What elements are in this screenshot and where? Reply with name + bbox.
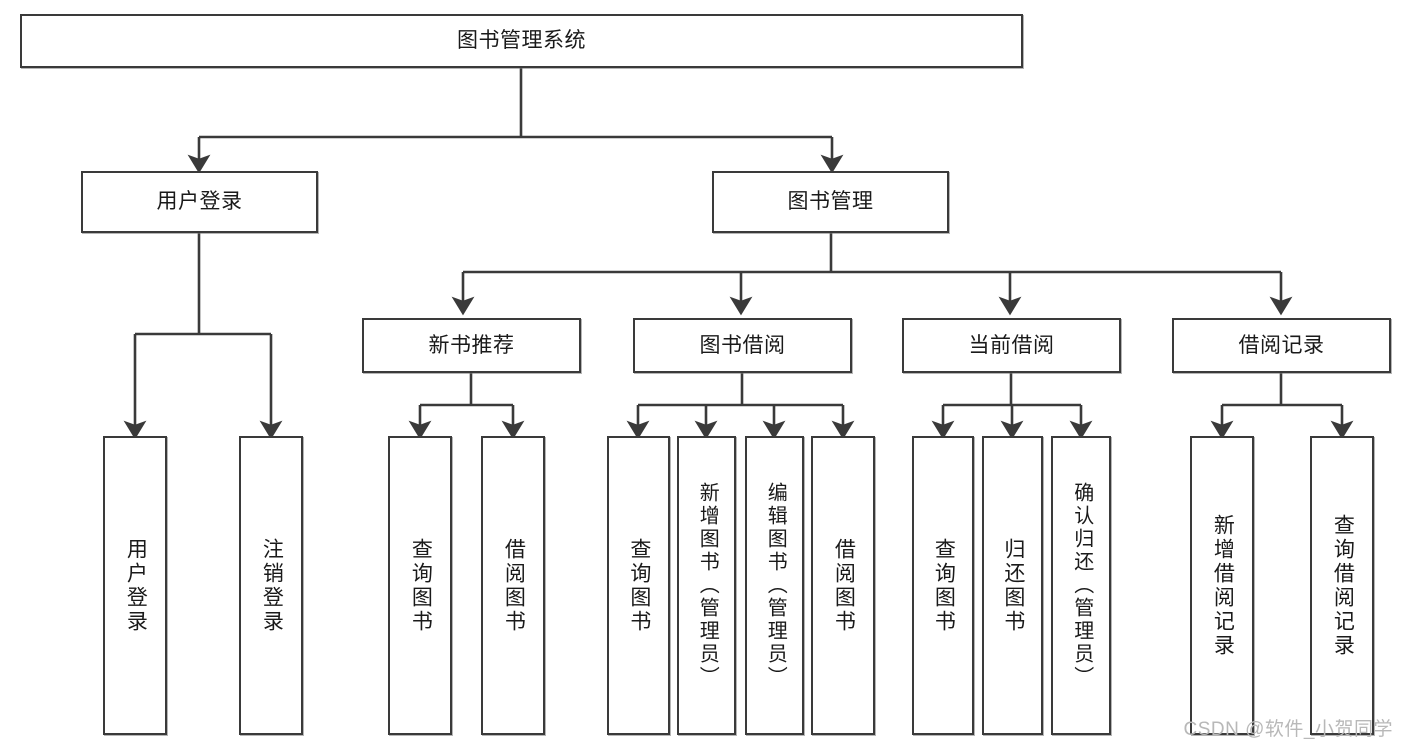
leaf-query-borrow-record[interactable]: 查询借阅记录 <box>1310 436 1374 735</box>
leaf-query-book-borrow-label: 查询图书 <box>627 537 651 634</box>
node-root-label: 图书管理系统 <box>457 29 586 53</box>
leaf-borrow-book-rec-label: 借阅图书 <box>502 537 526 634</box>
csdn-watermark: CSDN @软件_小贺同学 <box>1183 719 1393 740</box>
leaf-add-borrow-record-label: 新增借阅记录 <box>1211 513 1235 658</box>
node-book-manage[interactable]: 图书管理 <box>712 171 949 233</box>
leaf-borrow-book-label: 借阅图书 <box>832 537 856 634</box>
node-root[interactable]: 图书管理系统 <box>20 14 1023 68</box>
node-book-manage-label: 图书管理 <box>787 190 874 214</box>
leaf-query-book-current[interactable]: 查询图书 <box>912 436 974 735</box>
node-book-borrow[interactable]: 图书借阅 <box>633 318 852 373</box>
leaf-user-login[interactable]: 用户登录 <box>103 436 167 735</box>
leaf-user-login-label: 用户登录 <box>124 537 148 634</box>
node-borrow-record-label: 借阅记录 <box>1238 333 1325 357</box>
leaf-query-book-rec-label: 查询图书 <box>409 537 433 634</box>
leaf-edit-book-admin[interactable]: 编辑图书（管理员） <box>745 436 804 735</box>
node-current-borrow-label: 当前借阅 <box>968 333 1055 357</box>
leaf-query-book-rec[interactable]: 查询图书 <box>388 436 452 735</box>
leaf-borrow-book-rec[interactable]: 借阅图书 <box>481 436 545 735</box>
node-new-book-recommend-label: 新书推荐 <box>428 333 515 357</box>
leaf-add-book-admin[interactable]: 新增图书（管理员） <box>677 436 736 735</box>
leaf-query-book-current-label: 查询图书 <box>932 537 956 634</box>
leaf-return-book-label: 归还图书 <box>1001 537 1025 634</box>
leaf-edit-book-admin-label: 编辑图书（管理员） <box>764 482 787 689</box>
leaf-return-book[interactable]: 归还图书 <box>982 436 1043 735</box>
node-book-borrow-label: 图书借阅 <box>699 333 786 357</box>
node-user-login-label: 用户登录 <box>156 190 243 214</box>
node-current-borrow[interactable]: 当前借阅 <box>902 318 1121 373</box>
leaf-confirm-return-admin-label: 确认归还（管理员） <box>1070 482 1093 689</box>
node-user-login[interactable]: 用户登录 <box>81 171 318 233</box>
leaf-add-borrow-record[interactable]: 新增借阅记录 <box>1190 436 1254 735</box>
leaf-query-borrow-record-label: 查询借阅记录 <box>1331 513 1355 658</box>
node-new-book-recommend[interactable]: 新书推荐 <box>362 318 581 373</box>
leaf-add-book-admin-label: 新增图书（管理员） <box>696 482 719 689</box>
leaf-logout-login[interactable]: 注销登录 <box>239 436 303 735</box>
leaf-confirm-return-admin[interactable]: 确认归还（管理员） <box>1051 436 1111 735</box>
leaf-borrow-book[interactable]: 借阅图书 <box>811 436 875 735</box>
leaf-logout-login-label: 注销登录 <box>260 537 284 634</box>
leaf-query-book-borrow[interactable]: 查询图书 <box>607 436 670 735</box>
node-borrow-record[interactable]: 借阅记录 <box>1172 318 1391 373</box>
